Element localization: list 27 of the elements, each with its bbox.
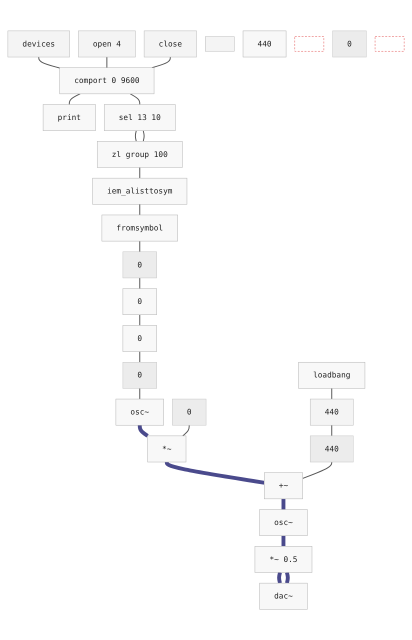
connector (139, 166, 140, 179)
connector (139, 277, 140, 289)
connector (331, 388, 332, 400)
connector (282, 498, 286, 510)
connector (182, 424, 190, 436)
connector (130, 93, 140, 105)
connector (139, 351, 140, 363)
connector (139, 388, 140, 400)
connector (139, 314, 140, 326)
connector (302, 461, 332, 479)
connector (68, 93, 81, 105)
connector (106, 56, 108, 68)
connector (142, 130, 145, 142)
connector (138, 424, 149, 438)
connector (134, 130, 137, 142)
connector (38, 56, 60, 68)
node-box (294, 36, 324, 52)
node-box (205, 36, 235, 52)
connector (139, 240, 140, 252)
connector (277, 571, 282, 584)
node-box (374, 36, 404, 52)
connector (331, 424, 332, 436)
connector (139, 204, 140, 216)
connector (282, 534, 286, 548)
connector (151, 56, 171, 68)
connector (164, 460, 265, 485)
connector (285, 571, 290, 584)
